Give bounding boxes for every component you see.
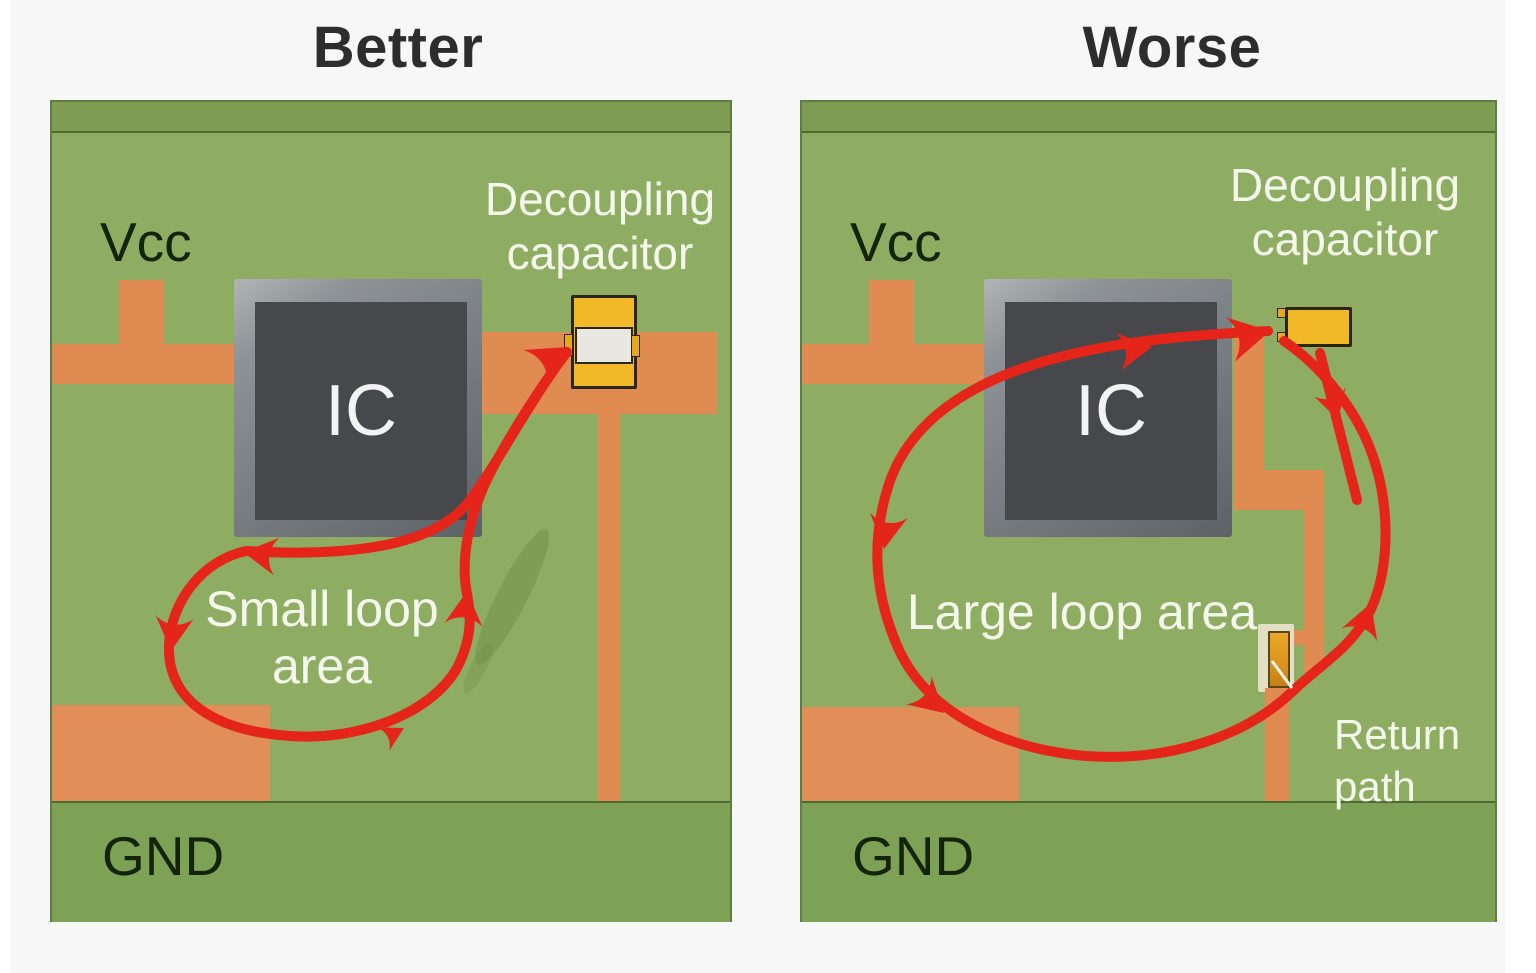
better-title: Better (312, 15, 484, 80)
ic-chip-body: IC (255, 302, 467, 520)
capacitor-right-terminal (631, 335, 640, 357)
ic-label: IC (1075, 371, 1147, 451)
return-path-label: Return path (1334, 711, 1461, 810)
pcb-top-rail (52, 102, 730, 133)
small-loop-area-label: Small loop area (205, 581, 439, 694)
decoupling-capacitor (1285, 307, 1352, 347)
gnd-label: GND (102, 825, 225, 887)
vcc-trace-stub (869, 280, 914, 345)
worse-title: Worse (1082, 15, 1262, 80)
pcb-top-rail (802, 102, 1495, 133)
ground-return-trace (598, 414, 620, 801)
copper-pour-block (802, 707, 1019, 801)
narrow-trace-step (1234, 470, 1324, 510)
capacitor-body-pad (575, 327, 633, 364)
capacitor-left-terminal (564, 334, 573, 356)
vcc-trace-band (52, 344, 234, 384)
decoupling-capacitor-label: Decoupling capacitor (1229, 159, 1461, 265)
copper-pour-block (52, 705, 270, 801)
vcc-trace-stub (119, 280, 164, 345)
gnd-label: GND (852, 825, 975, 887)
narrow-trace-vertical-1 (1234, 332, 1264, 470)
narrow-trace-vertical-2 (1304, 510, 1324, 672)
ic-label: IC (325, 371, 397, 451)
ic-chip: IC (234, 279, 482, 537)
capacitor-terminal-bottom (1277, 332, 1286, 342)
vcc-label: Vcc (850, 211, 942, 273)
gnd-plane (802, 801, 1495, 922)
large-loop-area-label: Large loop area (906, 584, 1258, 640)
page-left-margin (0, 0, 10, 973)
vcc-trace-band (802, 344, 984, 384)
ic-chip-body: IC (1005, 302, 1217, 520)
pcb-panel-worse: IC Vcc GND Decoupling capacitor Large lo… (800, 100, 1497, 922)
narrow-trace-connector (1289, 630, 1324, 645)
vcc-label: Vcc (100, 211, 192, 273)
pcb-panel-better: IC Vcc GND Decoupling capacitor Small lo… (50, 100, 732, 922)
ic-chip: IC (984, 279, 1232, 537)
page-right-margin (1505, 0, 1536, 973)
gnd-plane (52, 801, 730, 922)
decoupling-capacitor-label: Decoupling capacitor (484, 173, 716, 279)
capacitor-terminal-top (1277, 308, 1286, 318)
return-trace-to-gnd (1265, 688, 1289, 801)
